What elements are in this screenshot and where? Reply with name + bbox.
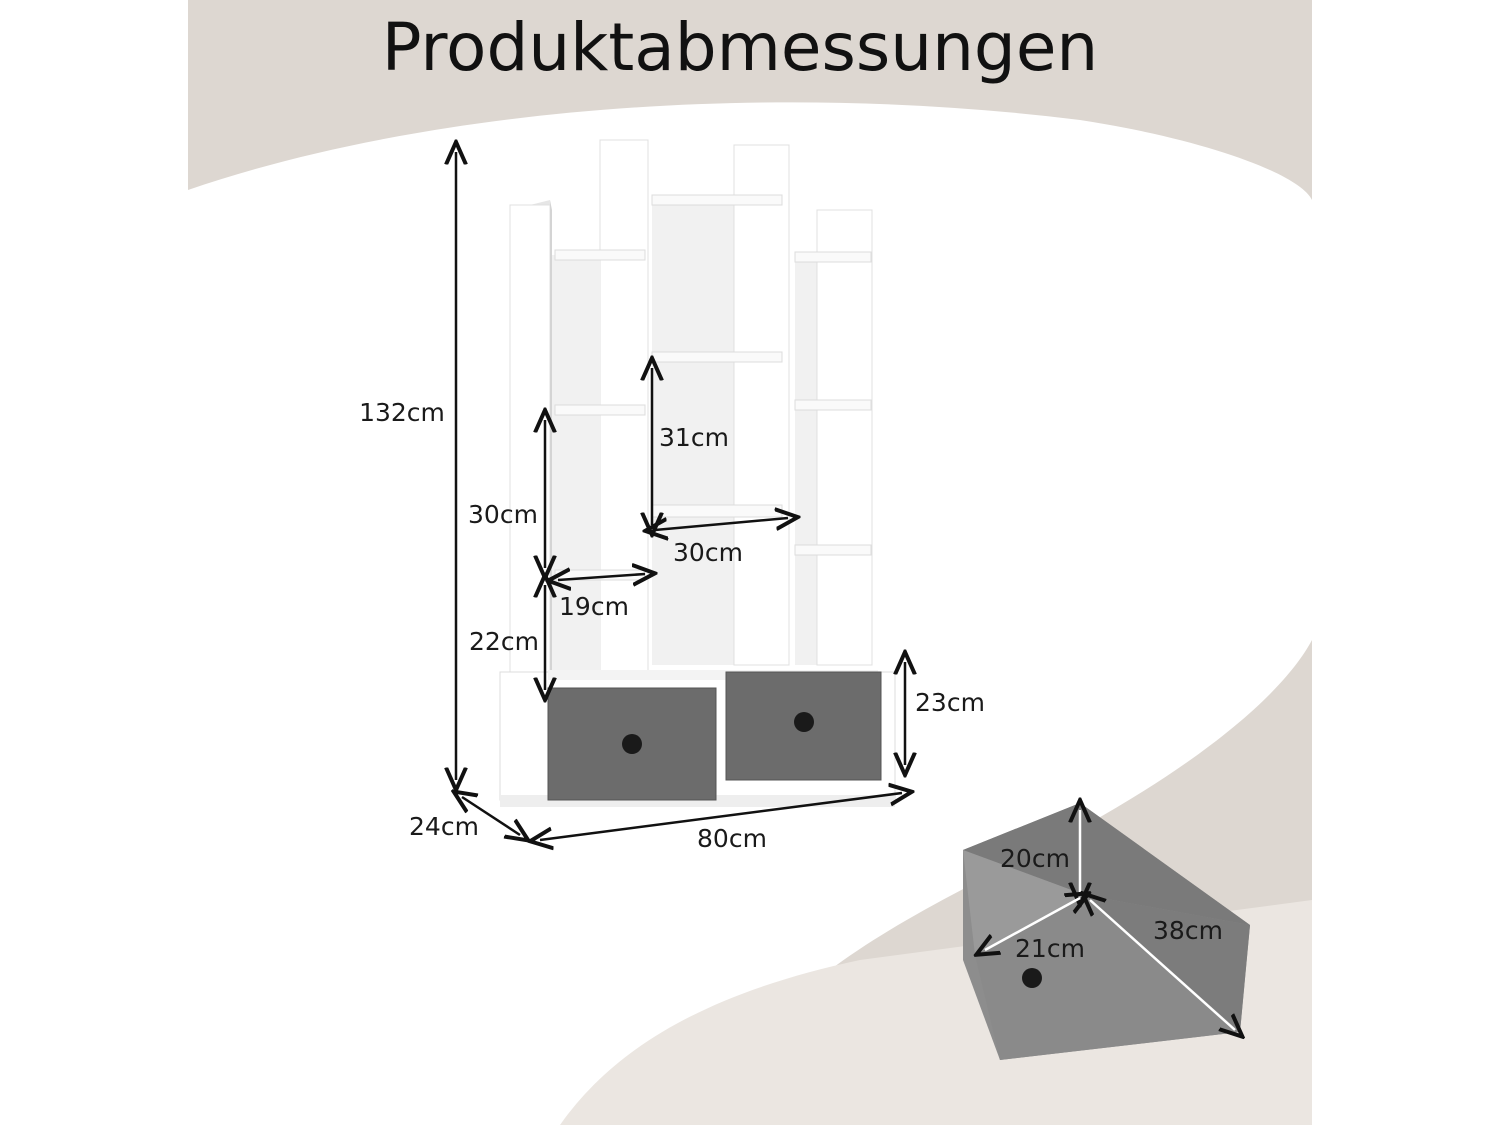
label-bin-depth: 38cm [1153, 916, 1223, 945]
label-total-height: 132cm [359, 398, 445, 427]
drawer-right [725, 671, 882, 781]
bin-dimension-lines [985, 810, 1235, 1030]
bin-knob [1022, 968, 1042, 988]
label-left-compartment-width: 19cm [559, 592, 629, 621]
drawer-left [547, 687, 717, 801]
label-bin-width: 21cm [1015, 934, 1085, 963]
dimension-labels: 132cm 30cm 19cm 22cm 31cm 30cm 23cm 24cm… [359, 398, 985, 853]
drawer-knob [794, 712, 814, 732]
label-bin-height: 20cm [1000, 844, 1070, 873]
label-width: 80cm [697, 824, 767, 853]
label-center-compartment-height: 31cm [659, 423, 729, 452]
page-title: Produktabmessungen [382, 9, 1099, 86]
label-depth: 24cm [409, 812, 479, 841]
label-left-lower-height: 22cm [469, 627, 539, 656]
label-center-compartment-width: 30cm [673, 538, 743, 567]
bin-dimension-labels: 20cm 21cm 38cm [1000, 844, 1223, 963]
drawer-knob [622, 734, 642, 754]
label-left-compartment-height: 30cm [468, 500, 538, 529]
dimension-lines [456, 152, 905, 840]
label-drawer-height: 23cm [915, 688, 985, 717]
